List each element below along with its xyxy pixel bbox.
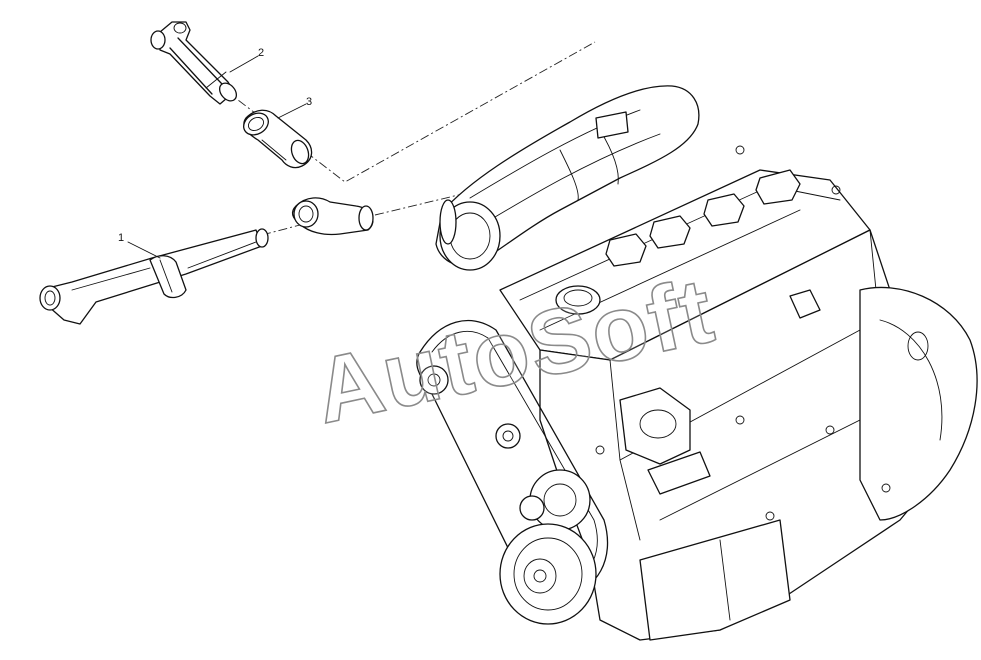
elbow-hose[interactable] — [291, 197, 374, 236]
engine-assembly — [416, 85, 978, 641]
callout-label-2: 2 — [258, 47, 264, 59]
callout-label-3: 3 — [306, 96, 312, 108]
callout-2: 2 — [229, 47, 264, 73]
callout-label-1: 1 — [118, 232, 124, 244]
hose-1[interactable] — [39, 228, 269, 325]
pipe-2[interactable] — [150, 21, 240, 105]
callout-3: 3 — [277, 96, 312, 119]
callout-1: 1 — [118, 232, 161, 259]
hose-3[interactable] — [240, 109, 313, 169]
